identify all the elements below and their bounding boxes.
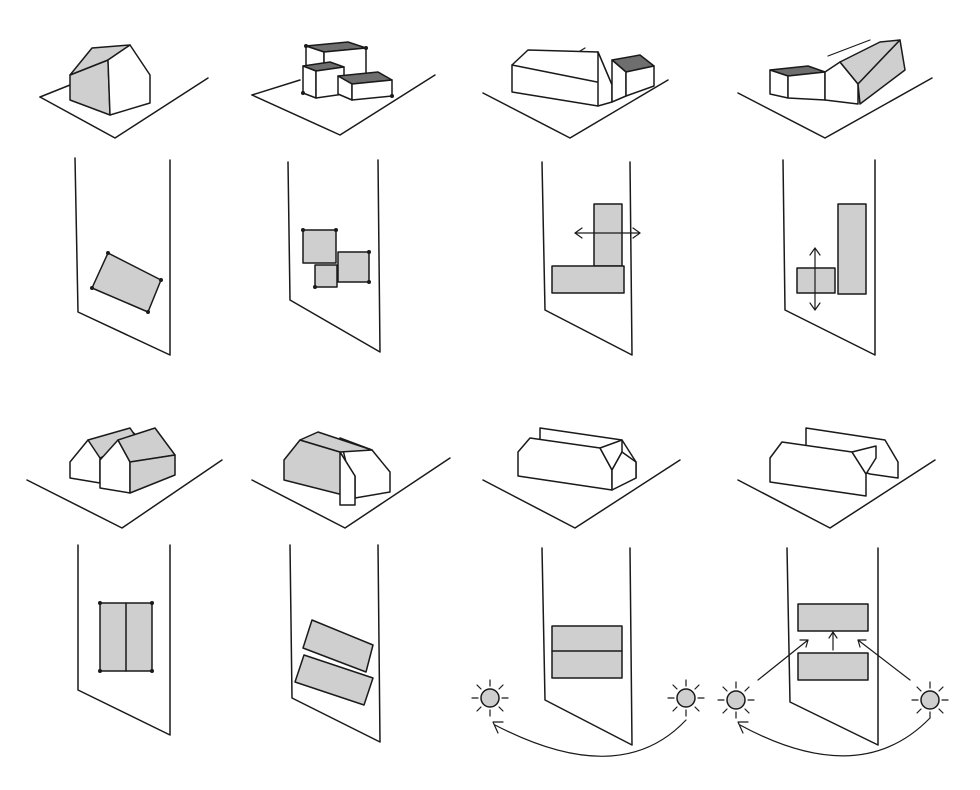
- footprint-back: [302, 619, 374, 673]
- footprint-square-c: [314, 264, 338, 288]
- barn-roof: [299, 431, 373, 453]
- panel-2-plan: [301, 228, 371, 289]
- double-footprint: [551, 625, 623, 679]
- sun-path-arc: [494, 719, 687, 757]
- plot-outlines-row-2: [77, 544, 879, 746]
- sun-icon: [471, 679, 509, 717]
- panel-4-perspective: [737, 39, 933, 139]
- footprint-square-a: [302, 229, 337, 264]
- footprint-long: [551, 265, 625, 294]
- panel-3-plan: [551, 203, 641, 294]
- panel-6-perspective: [251, 431, 451, 529]
- sun-icon: [717, 681, 755, 719]
- sun-icon: [911, 681, 949, 719]
- house-footprint: [91, 252, 162, 313]
- sun-path-arc: [739, 717, 931, 757]
- panel-6-plan: [294, 619, 374, 706]
- house-end-wall: [107, 44, 151, 116]
- panel-8-plan: [737, 603, 931, 757]
- panel-5-perspective: [26, 427, 223, 529]
- footprint-south: [797, 652, 869, 681]
- panel-8-perspective: [737, 427, 936, 529]
- panel-1-perspective: [39, 44, 209, 139]
- panel-7-perspective: [482, 427, 681, 529]
- panel-1-plan: [90, 251, 163, 314]
- footprint-square-b: [337, 251, 370, 283]
- footprint-small: [796, 267, 836, 294]
- panel-2-perspective: [251, 41, 436, 136]
- panel-7-plan: [492, 625, 687, 757]
- plot-outlines-row-1: [74, 157, 876, 356]
- footprint-tall: [593, 203, 623, 267]
- panel-4-plan: [796, 203, 867, 311]
- footprint-tall: [837, 203, 867, 295]
- footprint-front: [294, 654, 374, 706]
- panel-3-perspective: [482, 47, 669, 139]
- sun-icon: [667, 679, 705, 717]
- footprint-north: [797, 603, 869, 632]
- panel-5-plan: [98, 601, 154, 673]
